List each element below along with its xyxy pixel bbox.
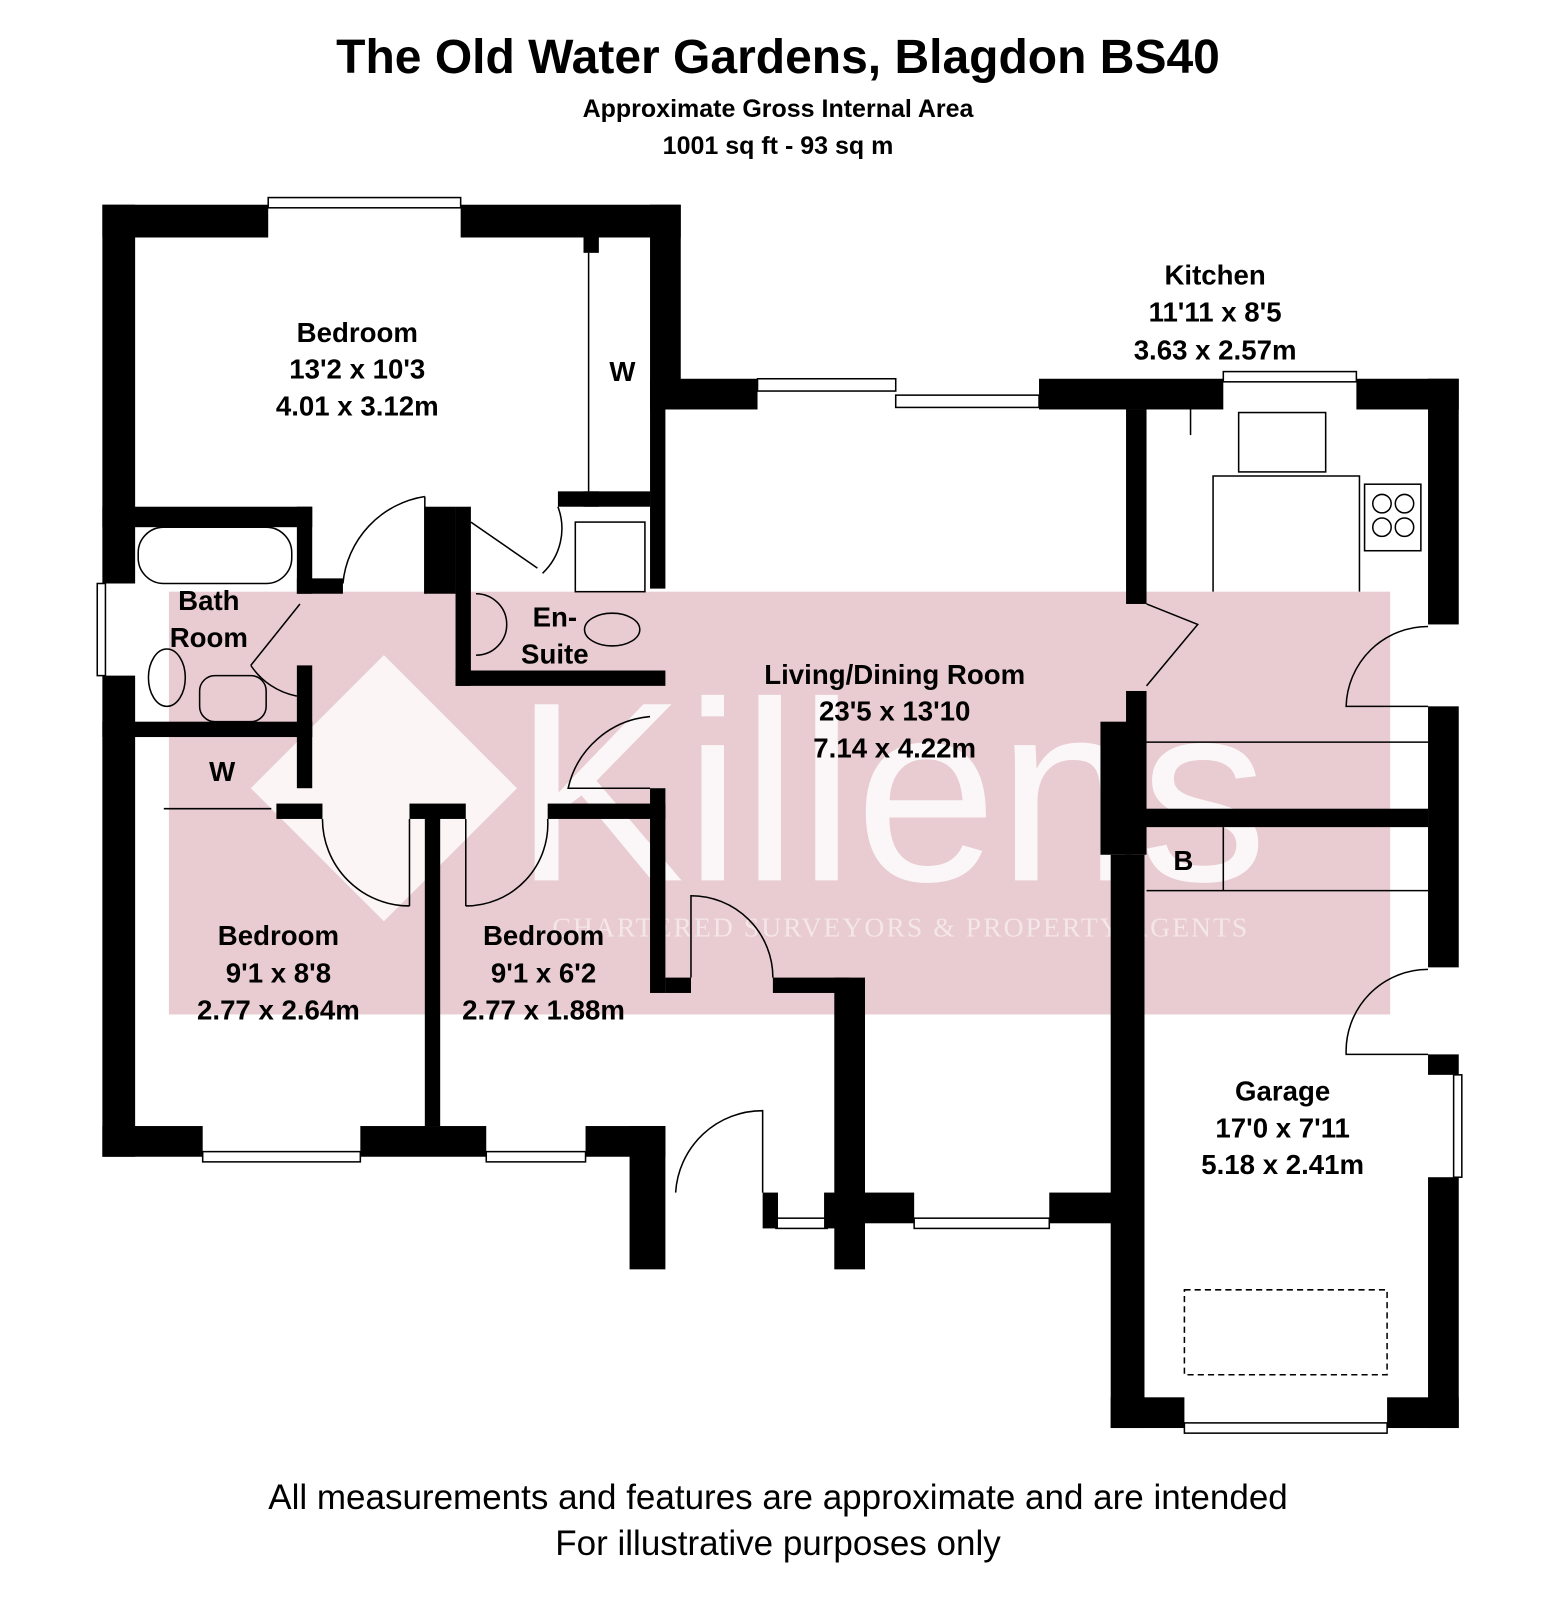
room-metric: 5.18 x 2.41m xyxy=(1201,1149,1364,1180)
room-imperial: 9'1 x 8'8 xyxy=(226,958,331,989)
fixtures xyxy=(96,196,1463,1434)
room-kitchen: Kitchen 11'11 x 8'5 3.63 x 2.57m xyxy=(1134,260,1297,366)
room-name: Bedroom xyxy=(297,317,418,348)
room-bedroom-2: Bedroom 9'1 x 8'8 2.77 x 2.64m xyxy=(197,920,360,1026)
room-imperial: 9'1 x 6'2 xyxy=(491,958,596,989)
room-garage: Garage 17'0 x 7'11 5.18 x 2.41m xyxy=(1201,1075,1364,1180)
wardrobe-label: W xyxy=(609,356,636,387)
room-imperial: 17'0 x 7'11 xyxy=(1215,1112,1350,1143)
room-metric: 2.77 x 2.64m xyxy=(197,995,360,1026)
room-name: Bedroom xyxy=(218,920,339,951)
room-metric: 7.14 x 4.22m xyxy=(813,733,976,764)
boiler-label: B xyxy=(1173,845,1193,876)
plan-title: The Old Water Gardens, Blagdon BS40 xyxy=(336,31,1220,84)
watermark-brand: Killens xyxy=(514,649,1268,935)
room-imperial: 23'5 x 13'10 xyxy=(819,696,970,727)
room-name: Bath xyxy=(178,585,239,616)
room-name: Living/Dining Room xyxy=(764,659,1025,690)
room-name: En- xyxy=(533,601,578,632)
room-living-dining: Living/Dining Room 23'5 x 13'10 7.14 x 4… xyxy=(764,659,1025,764)
room-imperial: 13'2 x 10'3 xyxy=(289,354,425,385)
room-name: Garage xyxy=(1235,1075,1330,1106)
walls xyxy=(102,204,1459,1429)
room-name: Bedroom xyxy=(483,920,604,951)
room-bedroom-3: Bedroom 9'1 x 6'2 2.77 x 1.88m xyxy=(462,920,625,1026)
room-bedroom-1: Bedroom 13'2 x 10'3 4.01 x 3.12m xyxy=(276,317,439,422)
disclaimer-line-1: All measurements and features are approx… xyxy=(268,1478,1288,1517)
disclaimer-line-2: For illustrative purposes only xyxy=(555,1524,1001,1563)
watermark: Killens CHARTERED SURVEYORS & PROPERTY A… xyxy=(168,591,1391,1015)
room-name: Suite xyxy=(521,638,589,669)
room-metric: 3.63 x 2.57m xyxy=(1134,334,1297,365)
wardrobe-label: W xyxy=(209,756,236,787)
room-name: Kitchen xyxy=(1164,260,1265,291)
room-bathroom: Bath Room xyxy=(170,585,248,653)
room-name: Room xyxy=(170,622,248,653)
room-metric: 2.77 x 1.88m xyxy=(462,995,625,1026)
area-value: 1001 sq ft - 93 sq m xyxy=(662,132,894,160)
area-subtitle: Approximate Gross Internal Area xyxy=(582,95,974,123)
room-metric: 4.01 x 3.12m xyxy=(276,391,439,422)
room-imperial: 11'11 x 8'5 xyxy=(1149,296,1282,327)
room-ensuite: En- Suite xyxy=(521,601,589,669)
